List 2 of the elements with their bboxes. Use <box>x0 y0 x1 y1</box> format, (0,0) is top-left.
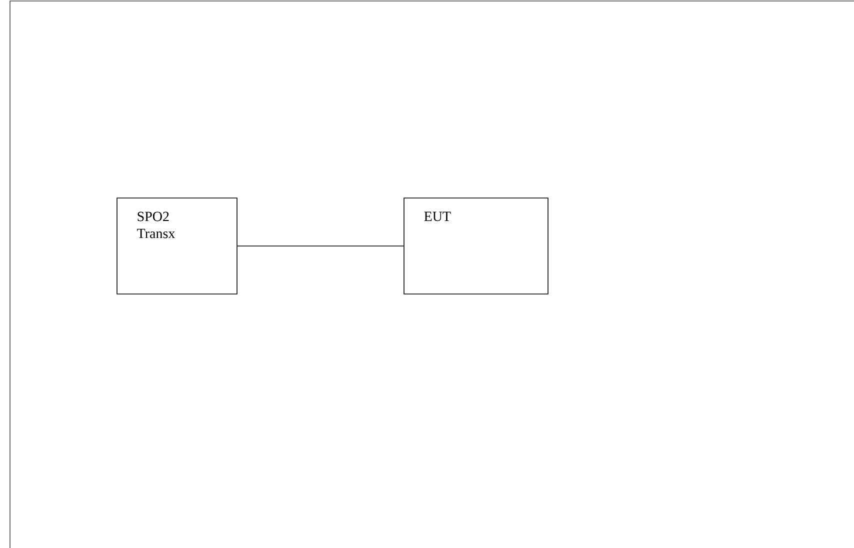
process-box: EUT <box>404 198 548 294</box>
process-box: SPO2 Transx <box>116 198 238 294</box>
